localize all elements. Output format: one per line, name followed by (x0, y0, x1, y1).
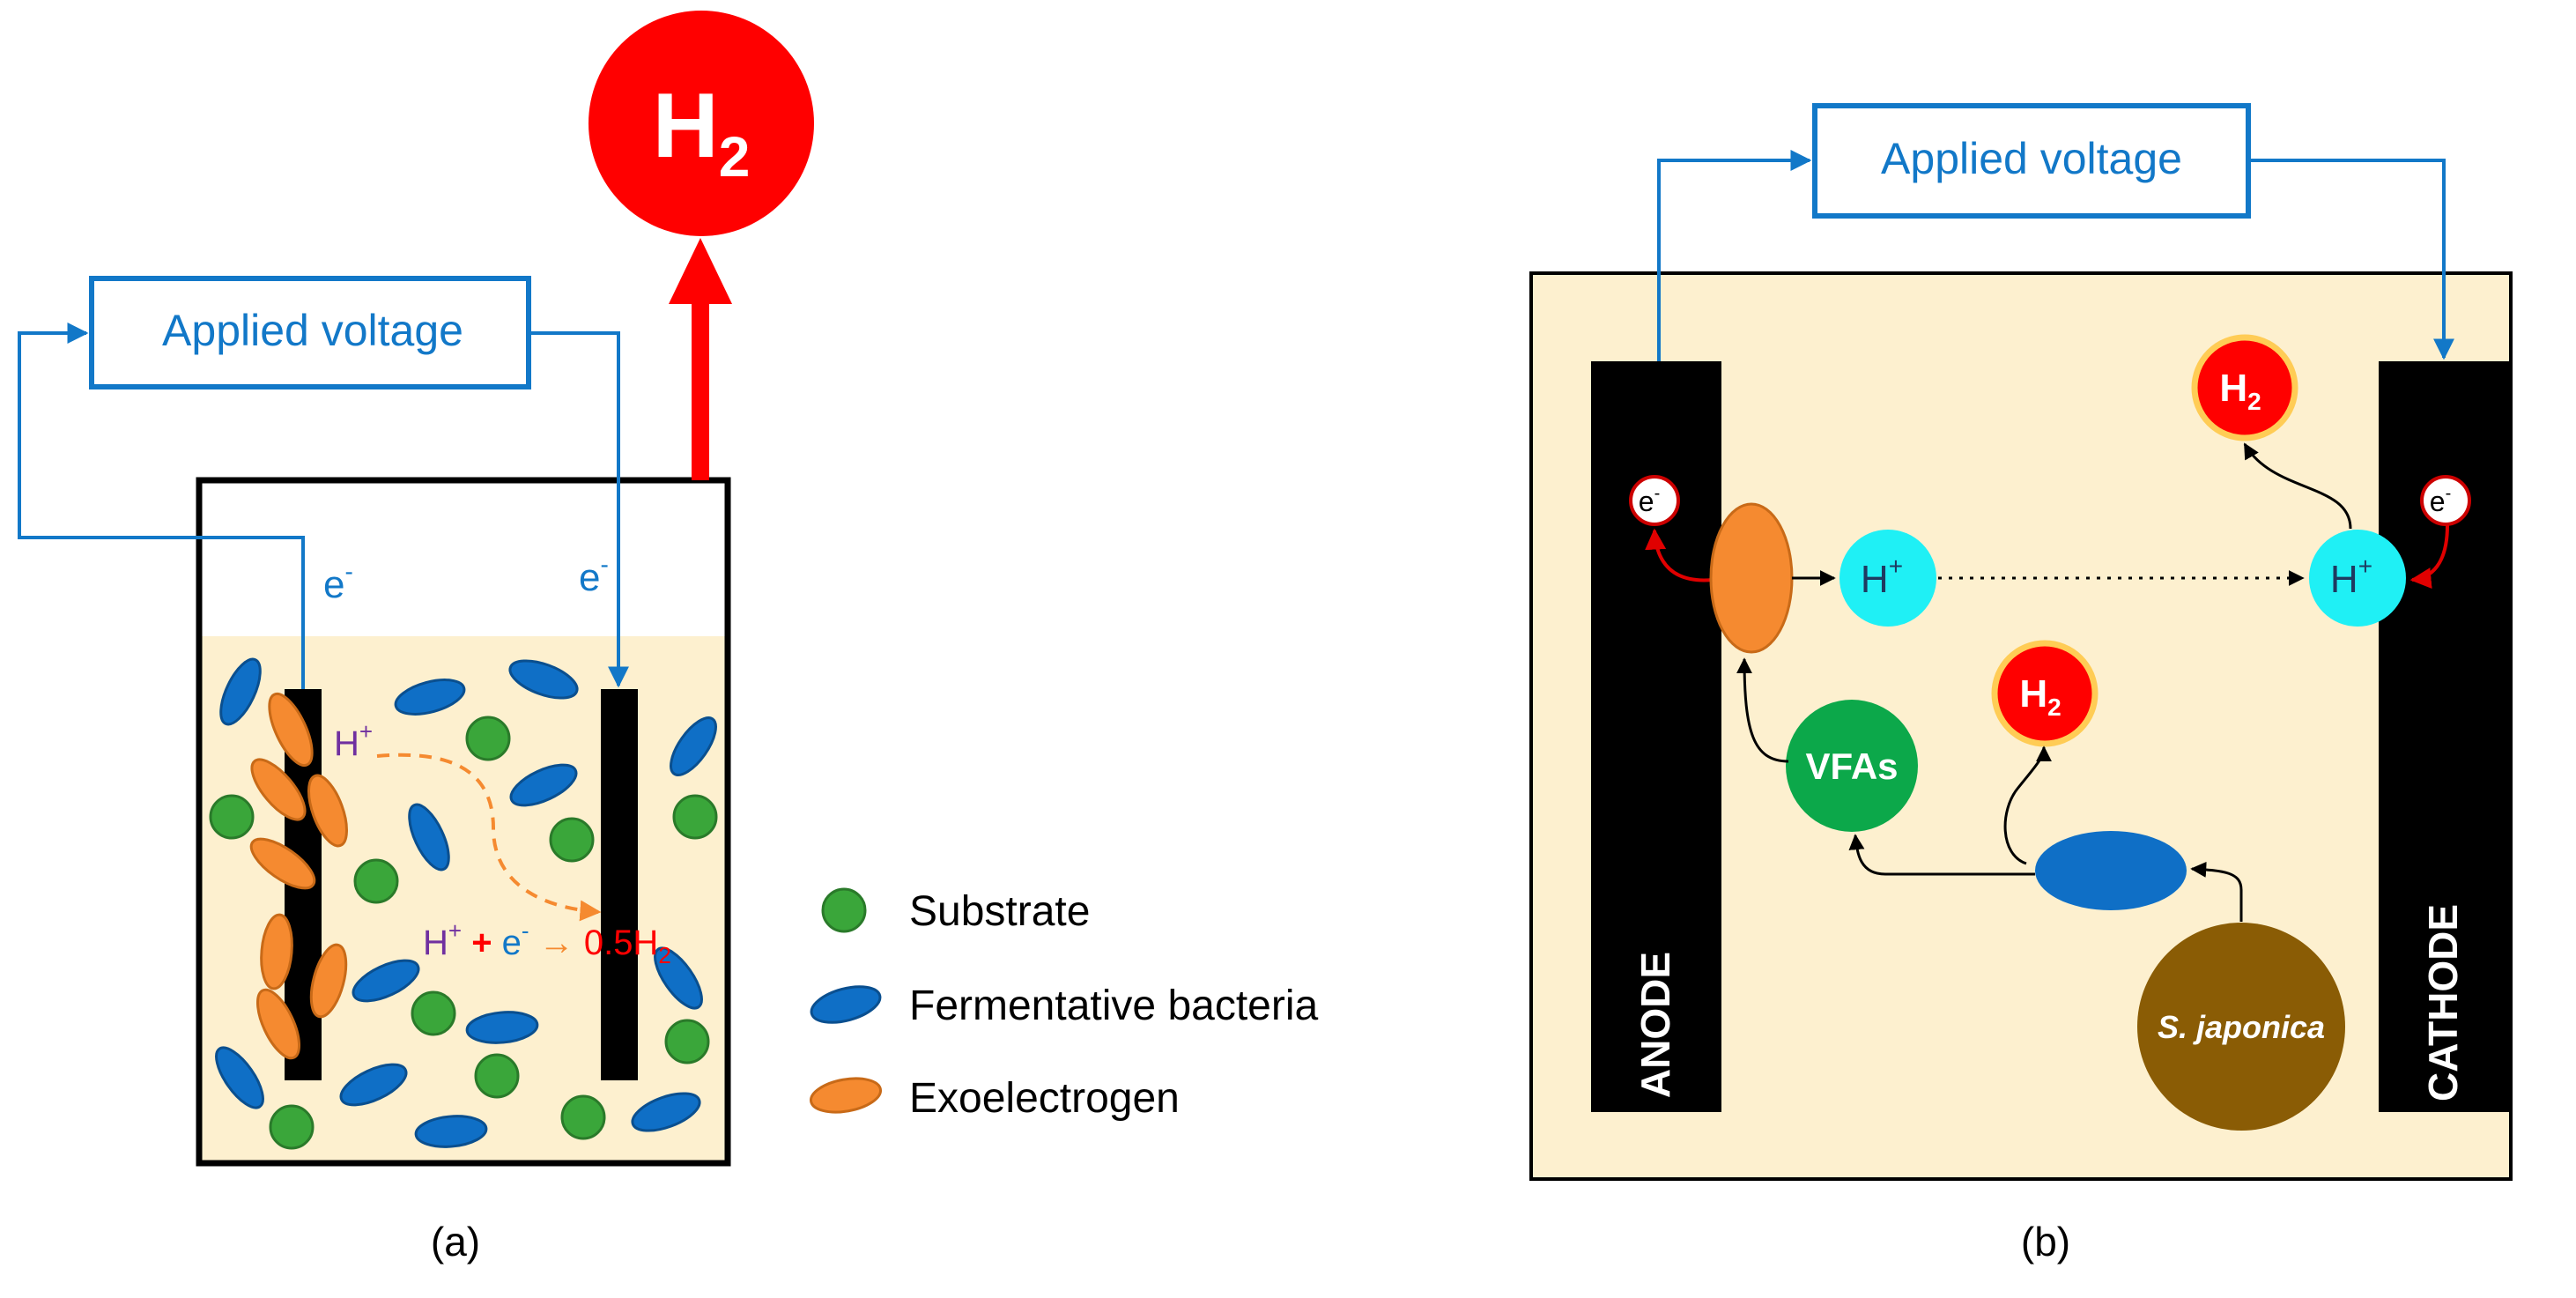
substrate-particle (664, 1019, 710, 1064)
panel-b: Applied voltage ANODE CATHODE e- e- H+ H… (1529, 103, 2513, 1265)
bacterium (215, 1046, 264, 1109)
h2-output-arrowhead (669, 238, 732, 304)
h2-fermentation-label-b: H2 (2019, 672, 2061, 721)
legend-label-substrate: Substrate (909, 888, 1090, 935)
h2-cathode-circle-b (2191, 334, 2298, 441)
exoelectrogen (307, 774, 348, 848)
exoelectrogen (249, 837, 316, 890)
proton-cathode-b (2309, 530, 2406, 627)
wire-anode-b (1657, 150, 1812, 361)
arrow-proton-to-h2 (2243, 442, 2352, 530)
h2-output-shaft (692, 300, 709, 480)
wire-anode-a (18, 323, 305, 689)
h2-cathode-label-b: H2 (2219, 367, 2261, 415)
bacterium (654, 946, 703, 1010)
green-circle-icon (821, 887, 867, 933)
anode-label-b: ANODE (1632, 952, 1678, 1098)
exoelectrogen (255, 988, 301, 1060)
arrow-japonica-to-bacterium (2190, 861, 2243, 922)
s-japonica-label-b: S. japonica (2158, 1009, 2325, 1045)
applied-voltage-label-a: Applied voltage (162, 306, 463, 355)
electron-cathode-b (2420, 475, 2471, 526)
exoelectrogen-b (1709, 502, 1794, 654)
electron-label-right-a: e- (579, 551, 609, 599)
reactor-vessel-a (196, 477, 731, 1167)
substrate-particle (474, 1053, 520, 1099)
caption-a: (a) (431, 1219, 480, 1265)
panel-a: Applied voltage e- e- H2 (18, 11, 814, 1265)
cathode-label-b: CATHODE (2420, 904, 2466, 1101)
bacterium (408, 803, 450, 872)
blue-ellipse-icon (810, 985, 882, 1024)
electron-cathode-label-b: e- (2430, 484, 2451, 517)
proton-cathode-label-b: H+ (2330, 553, 2372, 601)
legend: Substrate Fermentative bacteria Exoelect… (809, 887, 1319, 1122)
substrate-particles-a (209, 716, 718, 1150)
substrate-particle (269, 1104, 315, 1150)
vfas-circle-b (1786, 700, 1918, 832)
electron-transfer-arrow-anode (1645, 528, 1714, 582)
electron-anode-label-b: e- (1639, 484, 1660, 517)
substrate-particle (672, 794, 718, 840)
orange-ellipse-icon (809, 1077, 883, 1114)
substrate-particle (560, 1094, 606, 1140)
exoelectrogen (250, 758, 307, 821)
applied-voltage-label-b: Applied voltage (1881, 134, 2182, 183)
s-japonica-circle-b (2137, 923, 2345, 1131)
reaction-equation-a: H+ + e- → 0.5H2 (423, 917, 671, 968)
exoelectrogens-a (249, 692, 348, 1060)
cathode-electrode-a (601, 689, 638, 1080)
electron-label-left-a: e- (323, 558, 353, 606)
proton-migration-path-a (376, 753, 602, 922)
legend-label-fermentative: Fermentative bacteria (909, 983, 1319, 1029)
electron-anode-b (1629, 475, 1680, 526)
fermentative-bacterium-b (2035, 831, 2187, 910)
bacterium (219, 657, 262, 726)
bacterium (670, 716, 717, 776)
caption-b: (b) (2021, 1219, 2070, 1265)
bacterium (508, 659, 579, 700)
bacterium (509, 763, 578, 807)
electron-transfer-arrow-cathode (2409, 524, 2449, 589)
exoelectrogen (268, 692, 314, 768)
proton-anode-b (1839, 530, 1936, 627)
legend-label-exoelectrogen: Exoelectrogen (909, 1075, 1180, 1122)
bacterium (465, 1011, 539, 1044)
arrow-bacterium-to-vfas (1848, 834, 2035, 876)
applied-voltage-box-b (1812, 103, 2251, 219)
substrate-particle (209, 794, 255, 840)
exoelectrogen (309, 943, 348, 1019)
applied-voltage-box-a (89, 276, 531, 389)
fermentative-bacteria-a (215, 657, 717, 1148)
wire-cathode-b (2248, 159, 2454, 360)
h2-product-label-a: H2 (653, 75, 751, 189)
substrate-particle (411, 990, 456, 1036)
substrate-particle (465, 716, 511, 761)
bacterium (631, 1092, 701, 1132)
arrow-bacterium-to-h2 (2003, 745, 2052, 865)
proton-anode-label-b: H+ (1861, 553, 1903, 601)
vfas-label-b: VFAs (1805, 745, 1898, 787)
h2-product-circle-a (588, 11, 814, 236)
bacterium (414, 1115, 488, 1148)
substrate-particle (549, 817, 595, 863)
wire-cathode-a (529, 331, 629, 688)
bacterium (352, 959, 420, 1003)
arrow-vfas-to-exo (1736, 657, 1789, 763)
exoelectrogen (260, 913, 293, 990)
bacterium (339, 1063, 408, 1107)
bacterium (394, 679, 466, 716)
substrate-particle (353, 858, 399, 904)
proton-label-a: H+ (334, 718, 373, 763)
h2-fermentation-circle-b (1991, 640, 2099, 747)
